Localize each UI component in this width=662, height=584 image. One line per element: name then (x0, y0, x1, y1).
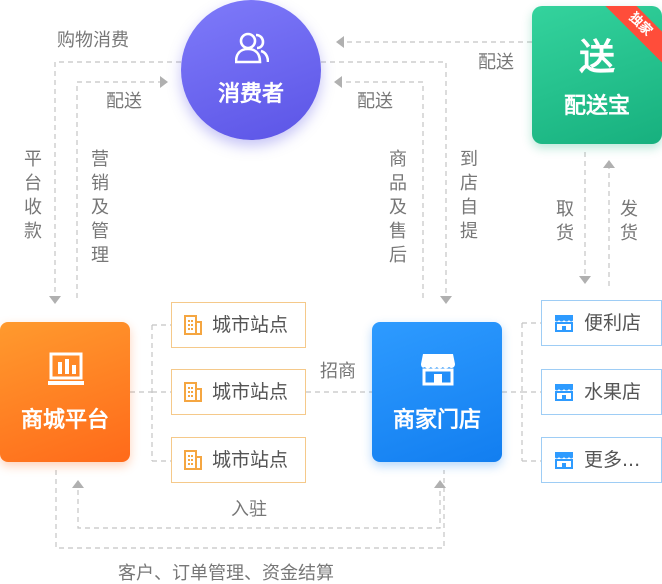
city-site-label: 城市站点 (212, 449, 289, 471)
arrow-to-consumer-left (160, 76, 168, 88)
label-marketing: 营销及管理 (91, 149, 109, 266)
shop-icon (555, 315, 573, 332)
label-deliver-top-right: 配送 (478, 52, 514, 73)
label-purchase: 购物消费 (57, 30, 129, 51)
delivery-title: 配送宝 (563, 94, 630, 119)
shop-icon (555, 452, 573, 469)
arrow-settle-up (72, 480, 84, 488)
building-icon (184, 382, 202, 402)
users-icon (235, 32, 269, 64)
label-platform-collect: 平台收款 (24, 149, 42, 242)
mall-platform-title: 商城平台 (20, 408, 109, 433)
city-site-3: 城市站点 (171, 437, 306, 483)
label-settle-in: 入驻 (231, 499, 267, 520)
arrow-bottom-up (434, 480, 446, 488)
bar-chart-icon (48, 352, 84, 385)
city-site-label: 城市站点 (212, 381, 289, 403)
city-site-2: 城市站点 (171, 369, 306, 415)
edge-pickup-store-line (321, 61, 447, 296)
mall-platform-node: 商城平台 (0, 322, 130, 462)
shop-convenience: 便利店 (541, 300, 662, 346)
delivery-logo: 送 (578, 37, 615, 78)
delivery-node: 独家 送 配送宝 (532, 6, 662, 144)
building-icon (184, 450, 202, 470)
arrow-to-store-top (440, 296, 452, 304)
edge-store-shops (502, 322, 541, 462)
label-deliver-top-left: 配送 (106, 91, 142, 112)
edge-bottom-line (55, 470, 445, 549)
label-recruit: 招商 (320, 361, 356, 382)
label-ship: 发货 (620, 199, 638, 244)
storefront-icon (421, 354, 455, 386)
edge-mall-sites (130, 324, 171, 462)
shop-label: 更多... (584, 449, 641, 471)
arrow-take-down (579, 276, 591, 284)
label-deliver-top-mid: 配送 (357, 91, 393, 112)
merchant-store-title: 商家门店 (392, 408, 481, 433)
arrow-to-consumer-right (334, 76, 342, 88)
edge-purchase-line (54, 61, 181, 296)
city-site-1: 城市站点 (171, 302, 306, 348)
label-self-pickup: 到店自提 (460, 149, 478, 242)
edge-settle-line (77, 488, 441, 529)
arrow-ship-up (603, 160, 615, 168)
arrow-delivery-to-consumer (336, 36, 344, 48)
arrow-to-mall-left (49, 296, 61, 304)
edge-marketing-line (76, 81, 160, 298)
city-site-label: 城市站点 (212, 314, 289, 336)
edge-goods-line (342, 81, 424, 298)
consumer-title: 消费者 (217, 82, 284, 107)
consumer-node: 消费者 (181, 0, 321, 140)
shop-fruit: 水果店 (541, 369, 662, 415)
building-icon (184, 315, 202, 335)
shop-label: 便利店 (584, 312, 642, 334)
shop-label: 水果店 (584, 381, 642, 403)
label-goods-aftersale: 商品及售后 (389, 149, 407, 266)
shop-icon (555, 384, 573, 401)
label-pickup: 取货 (556, 199, 574, 244)
merchant-store-node: 商家门店 (372, 322, 502, 462)
shop-more: 更多... (541, 437, 662, 483)
label-bottom: 客户、订单管理、资金结算 (118, 563, 334, 584)
